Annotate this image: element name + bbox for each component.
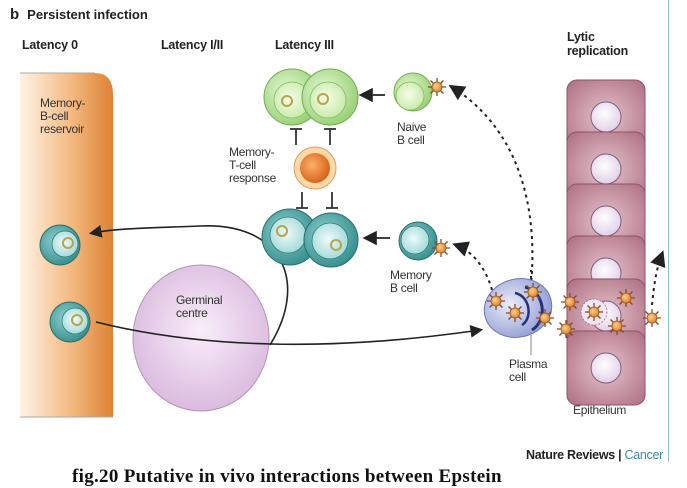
- stage-lytic-line1: Lytic: [567, 30, 595, 44]
- label-memory-b-cell: Memory B cell: [390, 269, 432, 295]
- stage-latency-3: Latency III: [275, 38, 334, 52]
- virus-icon: [642, 308, 662, 328]
- virus-icon: [427, 77, 447, 97]
- virus-icon: [556, 319, 576, 339]
- panel-title: b Persistent infection: [10, 6, 148, 23]
- reservoir-memory-cell-1: [39, 224, 81, 266]
- label-tcell-line2: T-cell: [229, 158, 256, 172]
- virus-icon: [616, 288, 636, 308]
- stage-lytic-line2: replication: [567, 44, 629, 58]
- return-to-reservoir-arrow: [88, 225, 289, 346]
- germinal-centre: [132, 264, 270, 412]
- reservoir-to-plasma-arrow: [95, 321, 484, 346]
- label-germinal-centre: Germinal centre: [176, 293, 223, 320]
- stage-latency-1-2: Latency I/II: [161, 38, 224, 52]
- frame-border: [668, 0, 669, 462]
- virus-icon: [523, 282, 543, 302]
- label-reservoir-line1: Memory-: [40, 96, 86, 110]
- journal-credit: Nature Reviews | Cancer: [526, 448, 663, 462]
- virus-icon: [486, 291, 506, 311]
- label-tcell-line1: Memory-: [229, 145, 275, 159]
- credit-publisher: Nature Reviews: [526, 448, 615, 462]
- memory-b-cell: [398, 221, 438, 261]
- inhibition-bars-top: [290, 128, 336, 145]
- credit-separator: |: [618, 448, 622, 462]
- virus-icon: [505, 303, 525, 323]
- epithelial-cell: [566, 330, 646, 406]
- dashed-arrow-release: [650, 250, 666, 306]
- label-reservoir: Memory- B-cell reservoir: [40, 96, 86, 136]
- reservoir-memory-cell-2: [49, 301, 91, 343]
- naive-b-cell: [393, 72, 433, 112]
- stage-lytic: Lytic replication: [567, 30, 628, 58]
- epithelium: [566, 79, 646, 406]
- virus-icon: [560, 292, 580, 312]
- label-reservoir-line2: B-cell: [40, 109, 69, 123]
- label-tcell-line3: response: [229, 171, 276, 185]
- label-memory-line2: B cell: [390, 281, 418, 295]
- latency3-green-cell-pair: [263, 68, 359, 126]
- panel-letter: b: [10, 6, 20, 23]
- label-plasma-line1: Plasma: [509, 357, 548, 371]
- figure-caption: fig.20 Putative in vivo interactions bet…: [72, 466, 502, 487]
- dashed-arrow-to-memory: [452, 241, 493, 291]
- label-naive-line2: B cell: [397, 133, 425, 147]
- label-naive-b-cell: Naive B cell: [397, 121, 426, 147]
- label-plasma-cell: Plasma cell: [509, 357, 548, 384]
- latency3-teal-cell-pair: [261, 208, 359, 268]
- label-reservoir-line3: reservoir: [40, 122, 84, 136]
- infected-nucleus-virus: [580, 298, 608, 326]
- label-germinal-line2: centre: [176, 306, 208, 320]
- virus-icon: [535, 308, 555, 328]
- label-tcell: Memory- T-cell response: [229, 146, 276, 185]
- stage-latency-0: Latency 0: [22, 38, 78, 52]
- virus-icon: [431, 238, 451, 258]
- memory-t-cell: [293, 146, 337, 190]
- credit-journal: Cancer: [624, 448, 664, 462]
- label-germinal-line1: Germinal: [176, 293, 223, 307]
- virus-icon: [607, 316, 627, 336]
- panel-title-text: Persistent infection: [27, 7, 148, 22]
- label-naive-line1: Naive: [397, 120, 427, 134]
- label-memory-line1: Memory: [390, 268, 432, 282]
- label-plasma-line2: cell: [509, 370, 526, 384]
- label-epithelium: Epithelium: [573, 403, 627, 417]
- inhibition-bars-bottom: [296, 192, 338, 209]
- dashed-arrow-to-naive: [448, 84, 534, 296]
